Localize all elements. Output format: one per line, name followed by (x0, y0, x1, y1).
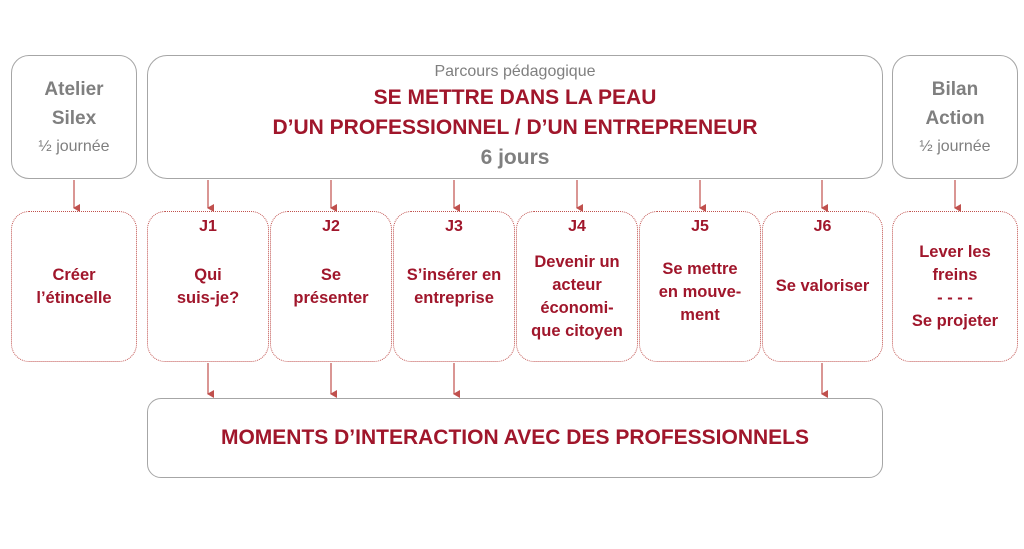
day-text-line: Qui (194, 265, 222, 284)
parcours-duration: 6 jours (480, 146, 550, 169)
day-text-line: que citoyen (531, 321, 623, 340)
day-text-line: S’insérer en (406, 265, 502, 284)
day-text-line: Se (320, 265, 342, 284)
moments-interaction-text: MOMENTS D’INTERACTION AVEC DES PROFESSIO… (220, 426, 810, 449)
bilan-title-line1: Bilan (931, 79, 979, 100)
day-box-j3: J3 S’insérer en entreprise (393, 211, 515, 362)
creer-etincelle-box: Créer l’étincelle (11, 211, 137, 362)
parcours-subtitle: Parcours pédagogique (434, 63, 596, 80)
day-box-j4: J4 Devenir un acteur économi- que citoye… (516, 211, 638, 362)
bilan-duration: ½ journée (919, 138, 991, 155)
day-text-line: ment (680, 306, 720, 324)
day-text-line: suis-je? (176, 288, 240, 307)
day-box-j6: J6 Se valoriser (762, 211, 883, 362)
lever-line2: freins (932, 265, 978, 284)
day-text-line: entreprise (414, 288, 494, 307)
parcours-title-line1: SE METTRE DANS LA PEAU (373, 86, 657, 109)
atelier-duration: ½ journée (38, 138, 110, 155)
day-text-line: présenter (293, 288, 369, 307)
lever-line3: Se projeter (911, 311, 999, 330)
day-text-line: Se valoriser (775, 277, 870, 295)
day-text-line: économi- (540, 298, 614, 317)
day-label: J3 (445, 218, 463, 235)
day-label: J4 (568, 218, 586, 235)
lever-freins-box: Lever les freins - - - - Se projeter (892, 211, 1018, 362)
day-label: J5 (691, 218, 709, 235)
atelier-title-line1: Atelier (44, 79, 104, 100)
atelier-title-line2: Silex (51, 108, 97, 129)
day-label: J2 (322, 218, 340, 235)
day-box-j1: J1 Qui suis-je? (147, 211, 269, 362)
day-text-line: Devenir un (534, 252, 620, 271)
day-text-line: en mouve- (658, 283, 742, 301)
moments-interaction-box: MOMENTS D’INTERACTION AVEC DES PROFESSIO… (147, 398, 883, 478)
atelier-silex-box: Atelier Silex ½ journée (11, 55, 137, 179)
day-box-j2: J2 Se présenter (270, 211, 392, 362)
day-text-line: Se mettre (662, 260, 738, 278)
creer-line2: l’étincelle (36, 288, 112, 307)
parcours-title-line2: D’UN PROFESSIONNEL / D’UN ENTREPRENEUR (272, 116, 758, 139)
bilan-title-line2: Action (925, 108, 985, 129)
day-label: J1 (199, 218, 217, 235)
day-label: J6 (813, 218, 832, 235)
day-text-line: acteur (552, 275, 602, 294)
parcours-box: Parcours pédagogique SE METTRE DANS LA P… (147, 55, 883, 179)
creer-line1: Créer (52, 265, 96, 284)
lever-separator: - - - - (937, 288, 973, 307)
lever-line1: Lever les (919, 242, 991, 261)
day-box-j5: J5 Se mettre en mouve- ment (639, 211, 761, 362)
bilan-action-box: Bilan Action ½ journée (892, 55, 1018, 179)
